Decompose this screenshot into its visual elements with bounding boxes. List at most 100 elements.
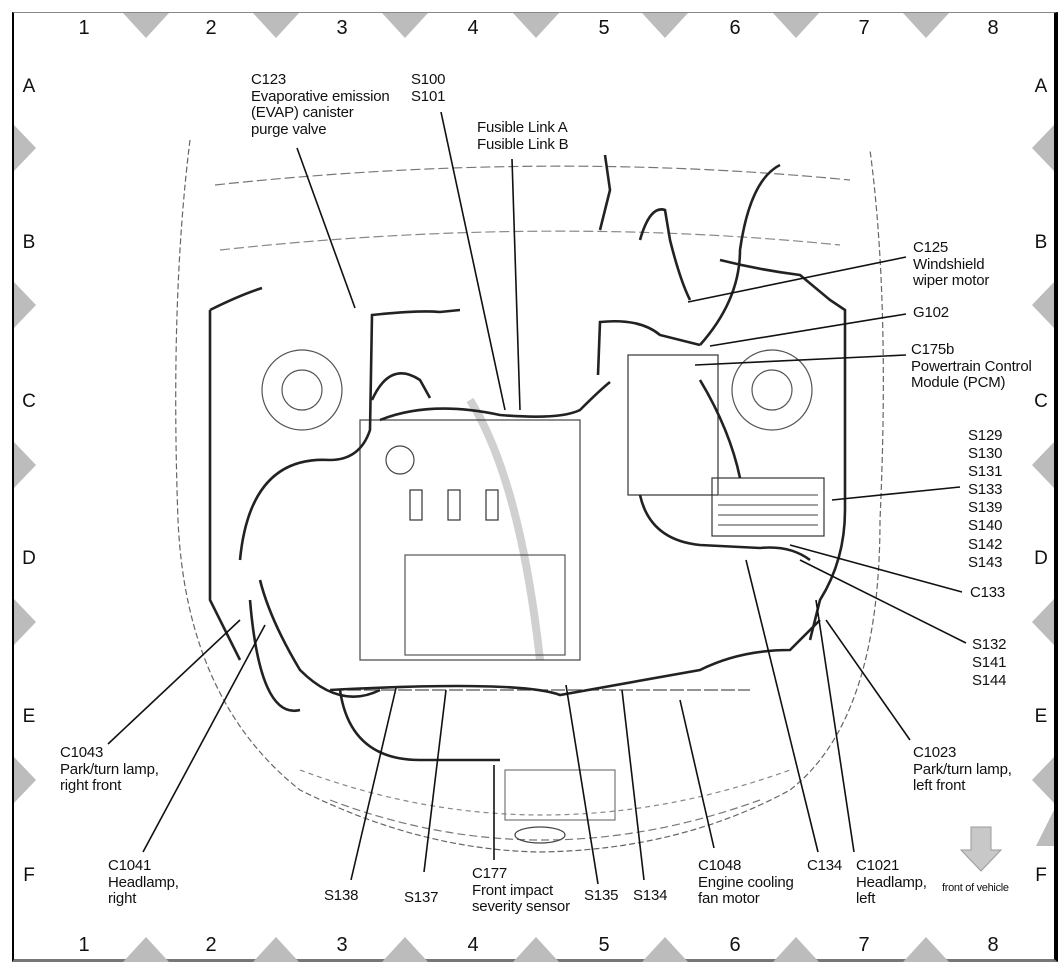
callout-description: right front [60, 777, 122, 794]
row-label: E [1034, 706, 1048, 727]
connector-id: C134 [807, 857, 843, 874]
connector-id: C1043 [60, 744, 104, 761]
splice-id: S135 [584, 887, 619, 904]
splice-id: S143 [968, 553, 1003, 571]
callout-leader-lines [107, 111, 967, 885]
callout-description: fan motor [698, 890, 760, 907]
column-label: 6 [729, 934, 741, 956]
grid-marker-top [382, 13, 428, 38]
callout-description: purge valve [251, 120, 327, 138]
splice-id: S137 [404, 889, 439, 906]
wiring-harness [208, 154, 847, 762]
leader-c175b [694, 354, 907, 366]
callout-description: left front [913, 777, 966, 794]
leader-s138 [350, 687, 397, 881]
fusible-link-id: Fusible Link B [477, 135, 569, 153]
leader-c1041 [142, 624, 266, 853]
grid-marker-right [1032, 282, 1054, 328]
callout-s100: S100 S101 [411, 71, 446, 105]
row-label: B [1034, 232, 1048, 253]
fusible-link-id: Fusible Link A [477, 119, 568, 136]
grid-marker-top [253, 13, 299, 38]
callout-c1041: C1041 Headlamp, right [108, 857, 179, 908]
splice-id: S141 [972, 654, 1007, 671]
callout-description: Park/turn lamp, [60, 760, 159, 778]
leader-c1023 [825, 619, 911, 741]
column-label: 4 [467, 934, 479, 956]
callout-description: (EVAP) canister [251, 104, 354, 121]
callout-description: Headlamp, [108, 873, 179, 891]
engine-block [359, 419, 581, 661]
grid-markers [14, 13, 1054, 962]
callout-description: right [108, 890, 137, 907]
row-label: D [22, 548, 36, 569]
callout-c1023: C1023 Park/turn lamp, left front [913, 744, 1012, 795]
splice-id: S142 [968, 535, 1003, 553]
column-label: 5 [598, 17, 610, 39]
cowl-outline [214, 165, 851, 186]
ford-emblem [514, 826, 566, 844]
column-label: 8 [987, 17, 999, 39]
leader-g102 [709, 313, 907, 347]
grid-marker-top [123, 13, 169, 38]
splice-id: S101 [411, 87, 446, 105]
callout-s138: S138 [324, 887, 358, 905]
grid-marker-left [14, 282, 36, 328]
splice-id: S133 [968, 481, 1003, 499]
splice-id: S130 [968, 445, 1003, 463]
callout-g102: G102 [913, 304, 949, 322]
front-sensor-bracket [504, 769, 616, 821]
leader-s132 [799, 559, 967, 644]
column-label: 7 [858, 934, 870, 956]
grid-marker-bottom [253, 937, 299, 962]
connector-id: C1041 [108, 857, 152, 874]
row-label: B [22, 232, 36, 253]
leader-s134 [621, 689, 645, 881]
grid-marker-bottom [513, 937, 559, 962]
callout-description: Headlamp, [856, 873, 927, 891]
grid-marker-bottom [123, 937, 169, 962]
down-arrow-icon [959, 826, 1003, 872]
callout-description: severity sensor [472, 898, 570, 915]
splice-id: S132 [972, 636, 1007, 653]
ground-id: G102 [913, 304, 949, 321]
grid-marker-left [14, 757, 36, 803]
callout-c1021: C1021 Headlamp, left [856, 857, 927, 908]
bumper-outline-2 [299, 769, 791, 816]
strut-tower-left [731, 349, 813, 431]
grid-marker-bottom [903, 937, 949, 962]
row-label: F [23, 865, 35, 886]
leader-c1043 [107, 619, 241, 745]
splice-id: S100 [411, 71, 446, 88]
row-label: C [1034, 391, 1048, 412]
callout-c1048: C1048 Engine cooling fan motor [698, 857, 794, 908]
connector-id: C123 [251, 71, 287, 88]
grid-marker-top [773, 13, 819, 38]
grid-marker-top [903, 13, 949, 38]
grid-marker-left [14, 599, 36, 645]
callout-s132-group: S132 S141 S144 [972, 636, 1006, 690]
callout-c1043: C1043 Park/turn lamp, right front [60, 744, 159, 795]
connector-id: C133 [970, 584, 1006, 601]
column-label: 7 [858, 17, 870, 39]
column-label: 8 [987, 934, 999, 956]
grid-marker-bottom [642, 937, 688, 962]
front-of-vehicle-note: front of vehicle [942, 882, 1009, 894]
column-label: 5 [598, 934, 610, 956]
grid-marker-right [1032, 757, 1054, 803]
engine-compartment-illustration [175, 139, 884, 853]
callout-description: Powertrain Control [911, 357, 1032, 375]
callout-description: Engine cooling [698, 873, 794, 891]
grid-marker-right [1032, 599, 1054, 645]
column-label: 2 [205, 934, 217, 956]
callout-c134: C134 [807, 857, 843, 875]
callout-s135: S135 [584, 887, 619, 905]
leader-c1048 [679, 699, 715, 849]
splice-id: S129 [968, 427, 1003, 444]
leader-c1021 [815, 599, 855, 853]
leader-s100 [440, 111, 506, 411]
connector-id: C175b [911, 341, 955, 358]
hood-outline [175, 139, 884, 853]
callout-description: Park/turn lamp, [913, 760, 1012, 778]
splice-id: S144 [972, 672, 1007, 689]
